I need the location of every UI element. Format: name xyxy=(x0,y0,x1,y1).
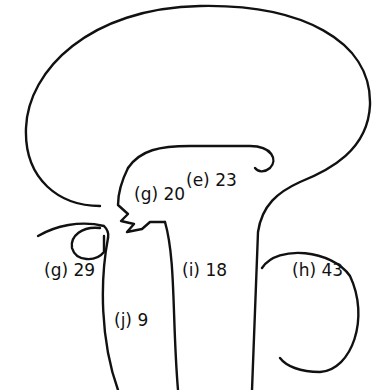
corpus-callosum-line xyxy=(128,146,273,171)
brainstem-left-line xyxy=(165,222,178,390)
pituitary-outline xyxy=(38,224,108,259)
callout-number: (i) 18 xyxy=(182,262,227,279)
callout-number: (g) 29 xyxy=(44,262,95,279)
cerebellum-outline xyxy=(262,253,358,372)
cerebrum-outline xyxy=(26,6,370,390)
callout-number: (e) 23 xyxy=(186,172,237,189)
callout-number: (g) 20 xyxy=(134,186,185,203)
callout-number: (j) 9 xyxy=(114,312,148,329)
callout-number: (h) 43 xyxy=(292,262,343,279)
